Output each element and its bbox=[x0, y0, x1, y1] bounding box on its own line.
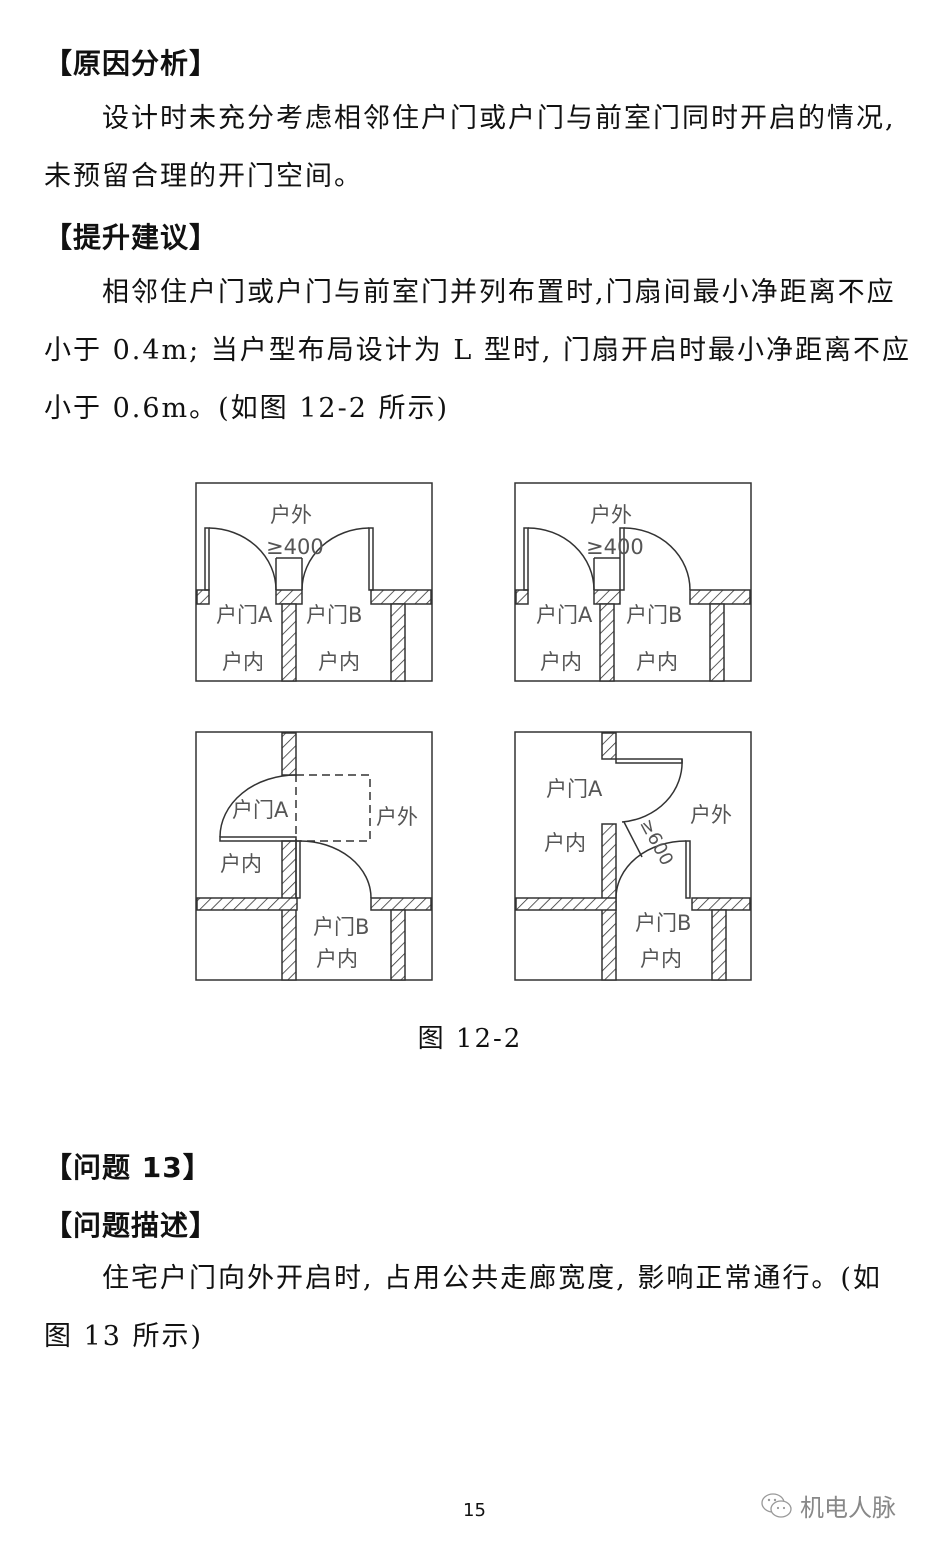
label-door-a: 户门A bbox=[546, 777, 603, 801]
paragraph-line: 小于 0.6m。(如图 12-2 所示) bbox=[44, 393, 450, 424]
label-inside: 户内 bbox=[222, 650, 264, 674]
watermark: 机电人脉 bbox=[760, 1488, 896, 1523]
diagram-panel-top-left bbox=[195, 482, 433, 682]
paragraph-suggestion: 相邻住户门或户门与前室门并列布置时,门扇间最小净距离不应 小于 0.4m; 当户… bbox=[44, 264, 912, 438]
figure-caption: 图 12-2 bbox=[417, 1024, 523, 1054]
paragraph-line: 住宅户门向外开启时, 占用公共走廊宽度, 影响正常通行。(如 bbox=[102, 1263, 882, 1294]
label-door-b: 户门B bbox=[626, 603, 682, 627]
label-inside: 户内 bbox=[540, 650, 582, 674]
label-outside: 户外 bbox=[270, 503, 312, 527]
watermark-text: 机电人脉 bbox=[800, 1494, 896, 1522]
paragraph-line: 未预留合理的开门空间。 bbox=[44, 161, 363, 192]
label-inside: 户内 bbox=[544, 831, 586, 855]
heading-cause-analysis: 【原因分析】 bbox=[44, 47, 219, 80]
label-inside: 户内 bbox=[640, 947, 682, 971]
label-door-b: 户门B bbox=[306, 603, 362, 627]
heading-problem-description: 【问题描述】 bbox=[44, 1209, 219, 1242]
diagram-panel-bottom-left bbox=[195, 731, 433, 981]
paragraph-line: 图 13 所示) bbox=[44, 1321, 204, 1352]
paragraph-description: 住宅户门向外开启时, 占用公共走廊宽度, 影响正常通行。(如 图 13 所示) bbox=[44, 1250, 906, 1366]
paragraph-line: 设计时未充分考虑相邻住户门或户门与前室门同时开启的情况, bbox=[102, 103, 896, 134]
figure-12-2-diagram: 户外 ≥400 户门A 户门B 户内 户内 户外 ≥400 户门A 户门B 户内… bbox=[195, 482, 752, 981]
heading-problem-13: 【问题 13】 bbox=[44, 1151, 212, 1184]
page-number: 15 bbox=[463, 1500, 486, 1521]
diagram-panel-top-right bbox=[514, 482, 752, 682]
label-inside: 户内 bbox=[636, 650, 678, 674]
paragraph-cause: 设计时未充分考虑相邻住户门或户门与前室门同时开启的情况, 未预留合理的开门空间。 bbox=[44, 90, 906, 206]
label-inside: 户内 bbox=[318, 650, 360, 674]
label-door-b: 户门B bbox=[635, 911, 691, 935]
diagram-panel-bottom-right bbox=[514, 731, 752, 981]
label-outside: 户外 bbox=[590, 503, 632, 527]
wechat-icon bbox=[761, 1492, 792, 1518]
label-outside: 户外 bbox=[376, 805, 418, 829]
label-dimension: ≥400 bbox=[586, 535, 644, 559]
heading-suggestion: 【提升建议】 bbox=[44, 221, 219, 254]
label-outside: 户外 bbox=[690, 803, 732, 827]
label-inside: 户内 bbox=[316, 947, 358, 971]
paragraph-line: 相邻住户门或户门与前室门并列布置时,门扇间最小净距离不应 bbox=[102, 277, 896, 308]
label-door-a: 户门A bbox=[232, 798, 289, 822]
paragraph-line: 小于 0.4m; 当户型布局设计为 L 型时, 门扇开启时最小净距离不应 bbox=[44, 335, 912, 366]
label-inside: 户内 bbox=[220, 852, 262, 876]
label-door-b: 户门B bbox=[313, 915, 369, 939]
label-dimension: ≥400 bbox=[266, 535, 324, 559]
label-door-a: 户门A bbox=[536, 603, 593, 627]
label-door-a: 户门A bbox=[216, 603, 273, 627]
